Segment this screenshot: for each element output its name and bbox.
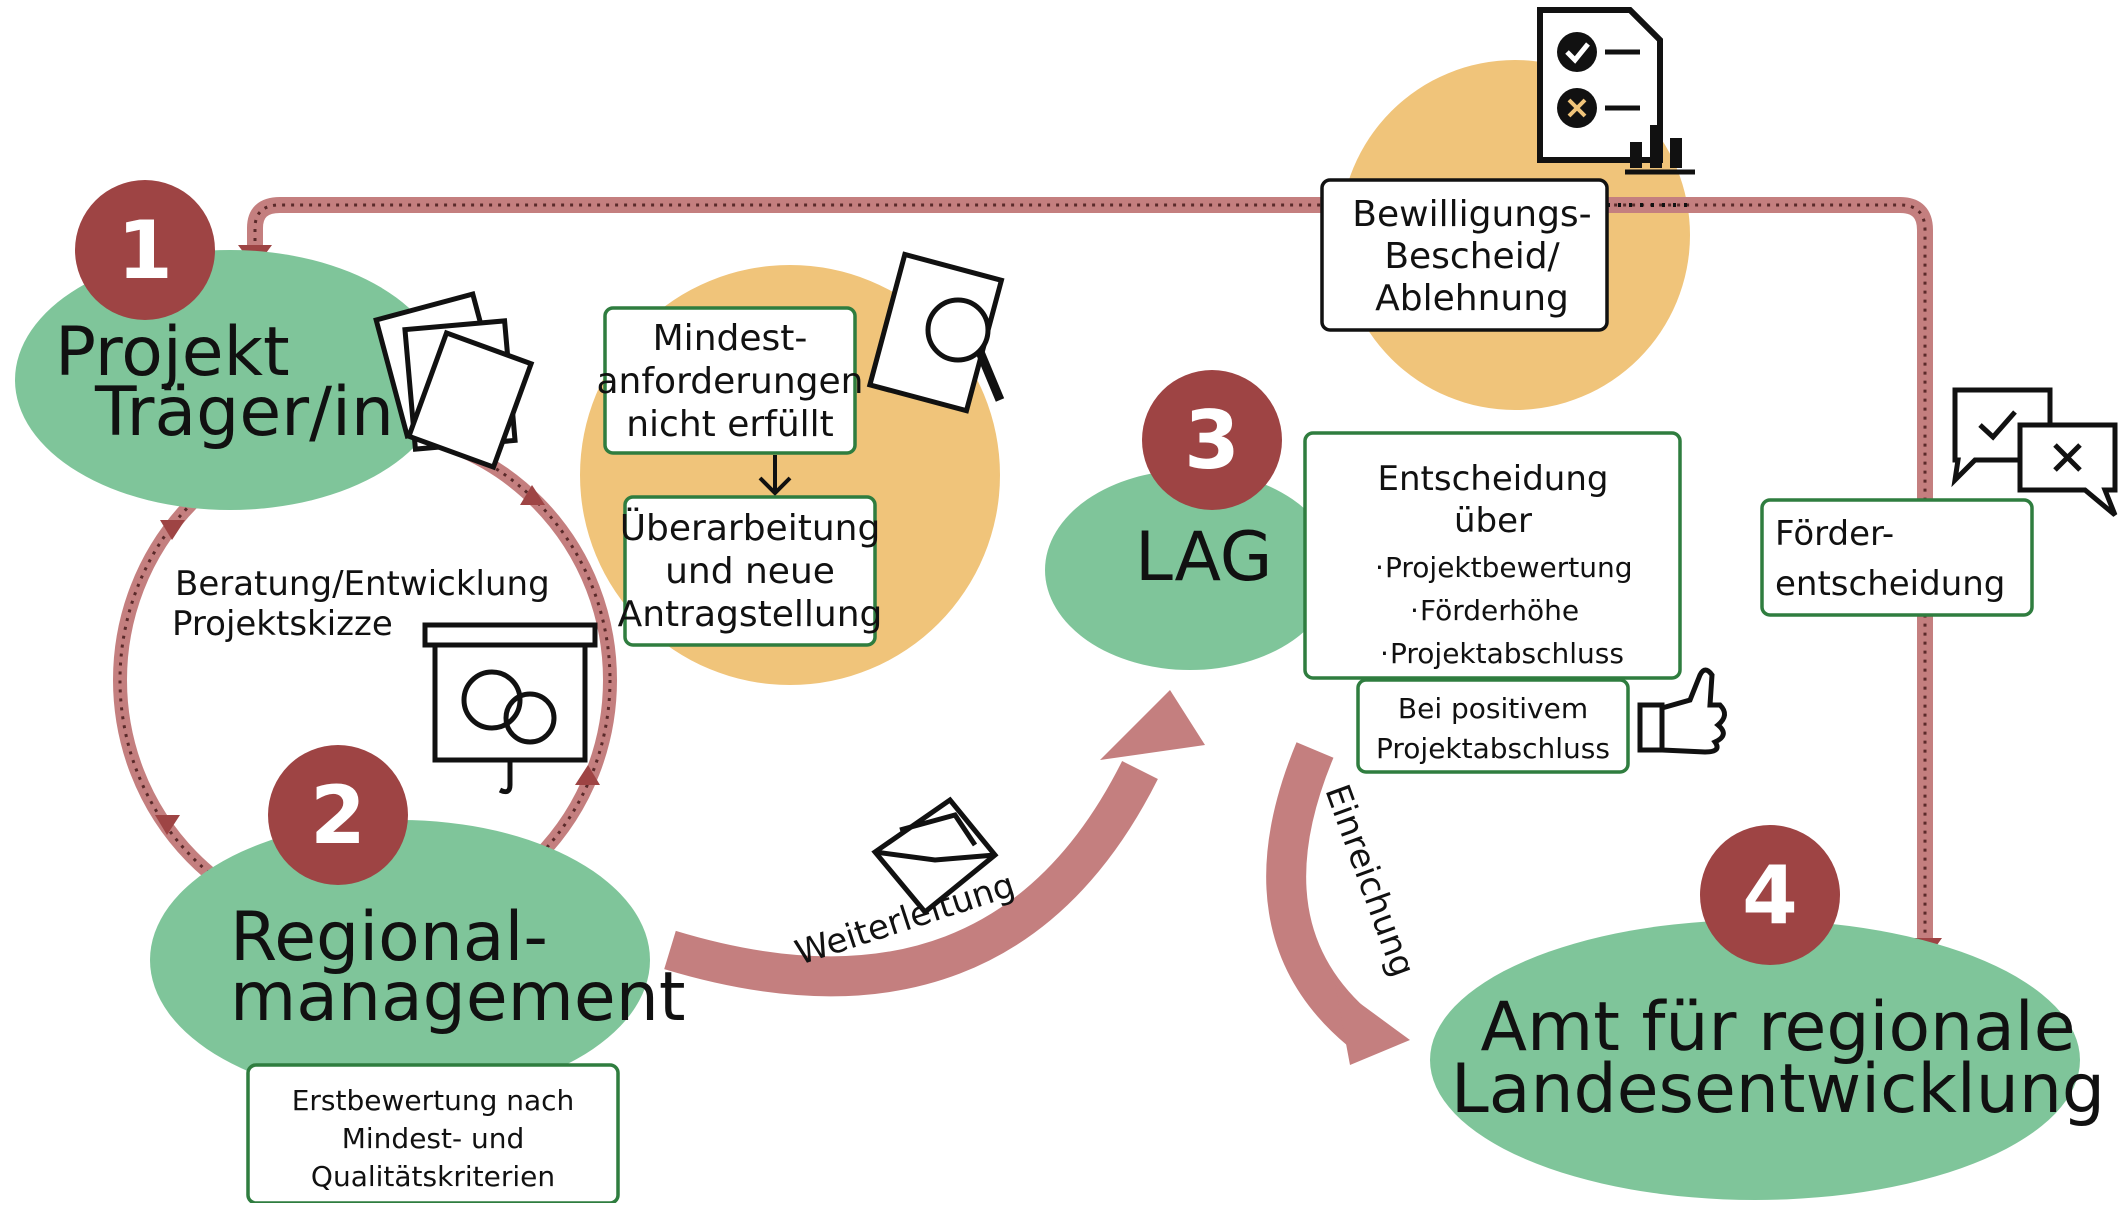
revision-line-1: Überarbeitung xyxy=(620,507,881,549)
step-3-badge xyxy=(1142,370,1282,510)
documents-icon xyxy=(373,291,535,471)
first-assessment-line-3: Qualitätskriterien xyxy=(311,1160,555,1193)
decision-title-line-1: Entscheidung xyxy=(1378,459,1609,499)
funding-decision-line-2: entscheidung xyxy=(1775,564,2005,604)
positive-line-2: Projektabschluss xyxy=(1376,732,1610,765)
document-search-icon xyxy=(866,251,1005,414)
down-arrow-icon xyxy=(758,455,792,496)
step-1-label-line-2: Träger/in xyxy=(94,373,394,452)
step-2-label-line-2: management xyxy=(230,958,686,1037)
step-1-number: 1 xyxy=(117,204,173,297)
step-3-label-line-1: LAG xyxy=(1135,518,1272,597)
step-1-project-owner: 1 Projekt Träger/in xyxy=(15,180,535,510)
submission-arrow: Einreichung xyxy=(1266,742,1423,1065)
decision-title-line-2: über xyxy=(1454,501,1532,541)
step-4-label-line-1: Amt für regionale xyxy=(1480,988,2075,1067)
first-assessment-box: Erstbewertung nach Mindest- und Qualität… xyxy=(246,1063,620,1205)
submission-label: Einreichung xyxy=(1317,779,1423,982)
revision-line-2: und neue xyxy=(665,551,835,592)
step-2-label-line-1: Regional- xyxy=(230,898,548,977)
decision-bullet-3: Projektabschluss xyxy=(1390,637,1624,670)
approval-line-1: Bewilligungs- xyxy=(1352,194,1591,235)
requirements-box: Mindest- anforderungen nicht erfüllt xyxy=(597,306,864,455)
revision-box: Überarbeitung und neue Antragstellung xyxy=(618,495,883,647)
step-1-label-line-1: Projekt xyxy=(55,313,290,392)
step-2-number: 2 xyxy=(310,769,366,862)
positive-completion-box: Bei positivem Projektabschluss xyxy=(1356,678,1630,774)
step-3-lag: 3 LAG xyxy=(1045,370,1335,670)
positive-line-1: Bei positivem xyxy=(1398,692,1588,725)
requirements-line-1: Mindest- xyxy=(653,318,808,359)
step-3-number: 3 xyxy=(1184,394,1240,487)
decision-bullet-1-marker: · xyxy=(1375,551,1384,584)
checklist-icon xyxy=(1537,7,1695,175)
first-assessment-line-1: Erstbewertung nach xyxy=(292,1084,575,1117)
chat-bubbles-icon xyxy=(1951,387,2118,517)
revision-line-3: Antragstellung xyxy=(618,594,883,635)
presentation-icon xyxy=(422,622,598,795)
requirements-line-2: anforderungen xyxy=(597,361,864,402)
funding-decision-line-1: Förder- xyxy=(1775,514,1894,554)
thumbs-up-icon xyxy=(1637,667,1727,755)
approval-line-3: Ablehnung xyxy=(1375,278,1569,319)
approval-line-2: Bescheid/ xyxy=(1384,236,1560,277)
first-assessment-line-2: Mindest- und xyxy=(342,1122,525,1155)
step-2-badge xyxy=(268,745,408,885)
step-1-badge xyxy=(75,180,215,320)
decision-bullet-2-marker: · xyxy=(1410,594,1419,627)
cycle-label-line-2: Projektskizze xyxy=(172,604,393,644)
approval-box: Bewilligungs- Bescheid/ Ablehnung xyxy=(1320,178,1609,332)
requirements-line-3: nicht erfüllt xyxy=(626,404,834,445)
step-4-number: 4 xyxy=(1742,849,1798,942)
decision-bullet-2: Förderhöhe xyxy=(1420,594,1579,627)
cycle-label-line-1: Beratung/Entwicklung xyxy=(175,564,550,604)
decision-box: Entscheidung über · Projektbewertung · F… xyxy=(1303,431,1682,680)
decision-bullet-3-marker: · xyxy=(1380,637,1389,670)
funding-decision-box: Förder- entscheidung xyxy=(1760,498,2034,617)
decision-bullet-1: Projektbewertung xyxy=(1385,551,1633,584)
step-4-authority: 4 Amt für regionale Landesentwicklung xyxy=(1430,825,2105,1200)
step-4-label-line-2: Landesentwicklung xyxy=(1451,1050,2105,1129)
envelope-icon xyxy=(871,796,999,916)
step-4-badge xyxy=(1700,825,1840,965)
step-2-regional-management: 2 Regional- management xyxy=(150,745,686,1100)
